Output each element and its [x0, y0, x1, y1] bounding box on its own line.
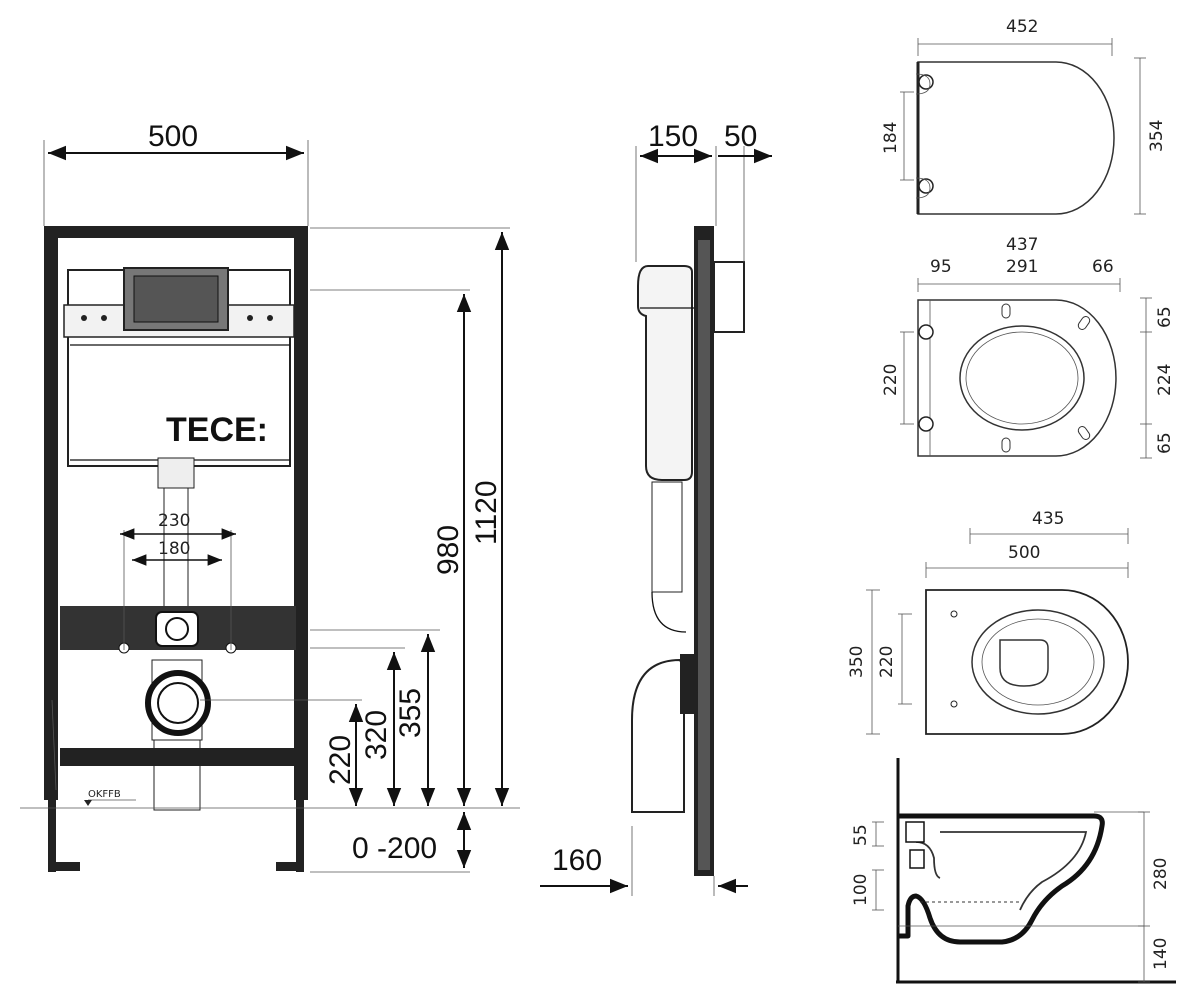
frame-side-view [631, 226, 745, 876]
floor-level-label: OKFFB [88, 789, 121, 800]
dim-bowl-height: 280 [1151, 858, 1171, 890]
dim-seat-width: 452 [1006, 17, 1038, 37]
dim-under-right: 66 [1092, 257, 1114, 277]
dim-bowl-width: 350 [847, 646, 867, 678]
frame-side-dimensions: 150 50 160 [540, 120, 772, 896]
dim-bowl-100: 100 [851, 874, 871, 906]
dim-hinge: 184 [881, 122, 901, 154]
dim-under-left: 95 [930, 257, 952, 277]
dim-355: 355 [394, 688, 427, 738]
dim-under-middle: 291 [1006, 257, 1038, 277]
dim-foot-160: 160 [552, 844, 602, 877]
brand-logo: TECE: [166, 411, 268, 449]
dim-980: 980 [432, 525, 465, 575]
dim-bowl-holes: 220 [877, 646, 897, 678]
dim-under-bottom: 65 [1155, 432, 1175, 454]
dim-inner-230: 230 [158, 511, 190, 531]
seat-underside-view: 437 95 291 66 220 65 224 65 [881, 235, 1175, 459]
dim-under-top: 65 [1155, 306, 1175, 328]
dim-bowl-outlet: 140 [1151, 938, 1171, 970]
dim-under-center: 224 [1155, 364, 1175, 396]
bowl-top-view: 435 500 350 220 [847, 509, 1129, 735]
dim-depth-50: 50 [724, 120, 757, 153]
seat-top-view: 452 354 184 [881, 17, 1167, 215]
dim-bowl-500: 500 [1008, 543, 1040, 563]
dim-320: 320 [360, 710, 393, 760]
dim-inner-180: 180 [158, 539, 190, 559]
dim-adjust: 0 -200 [352, 832, 437, 865]
frame-front-view: TECE: OKFFB [20, 226, 520, 872]
dim-220: 220 [324, 735, 357, 785]
dim-frame-width: 500 [148, 120, 198, 153]
dim-bowl-435: 435 [1032, 509, 1064, 529]
dim-depth-150: 150 [648, 120, 698, 153]
dim-under-overall: 437 [1006, 235, 1038, 255]
bowl-side-view: 55 100 280 140 [851, 758, 1176, 984]
dim-under-hinge: 220 [881, 364, 901, 396]
dim-1120: 1120 [470, 480, 503, 545]
dim-seat-depth: 354 [1147, 120, 1167, 152]
frame-front-dimensions: 500 230 180 1120 980 355 320 220 0 -200 [43, 120, 510, 873]
dim-bowl-55: 55 [851, 824, 871, 846]
